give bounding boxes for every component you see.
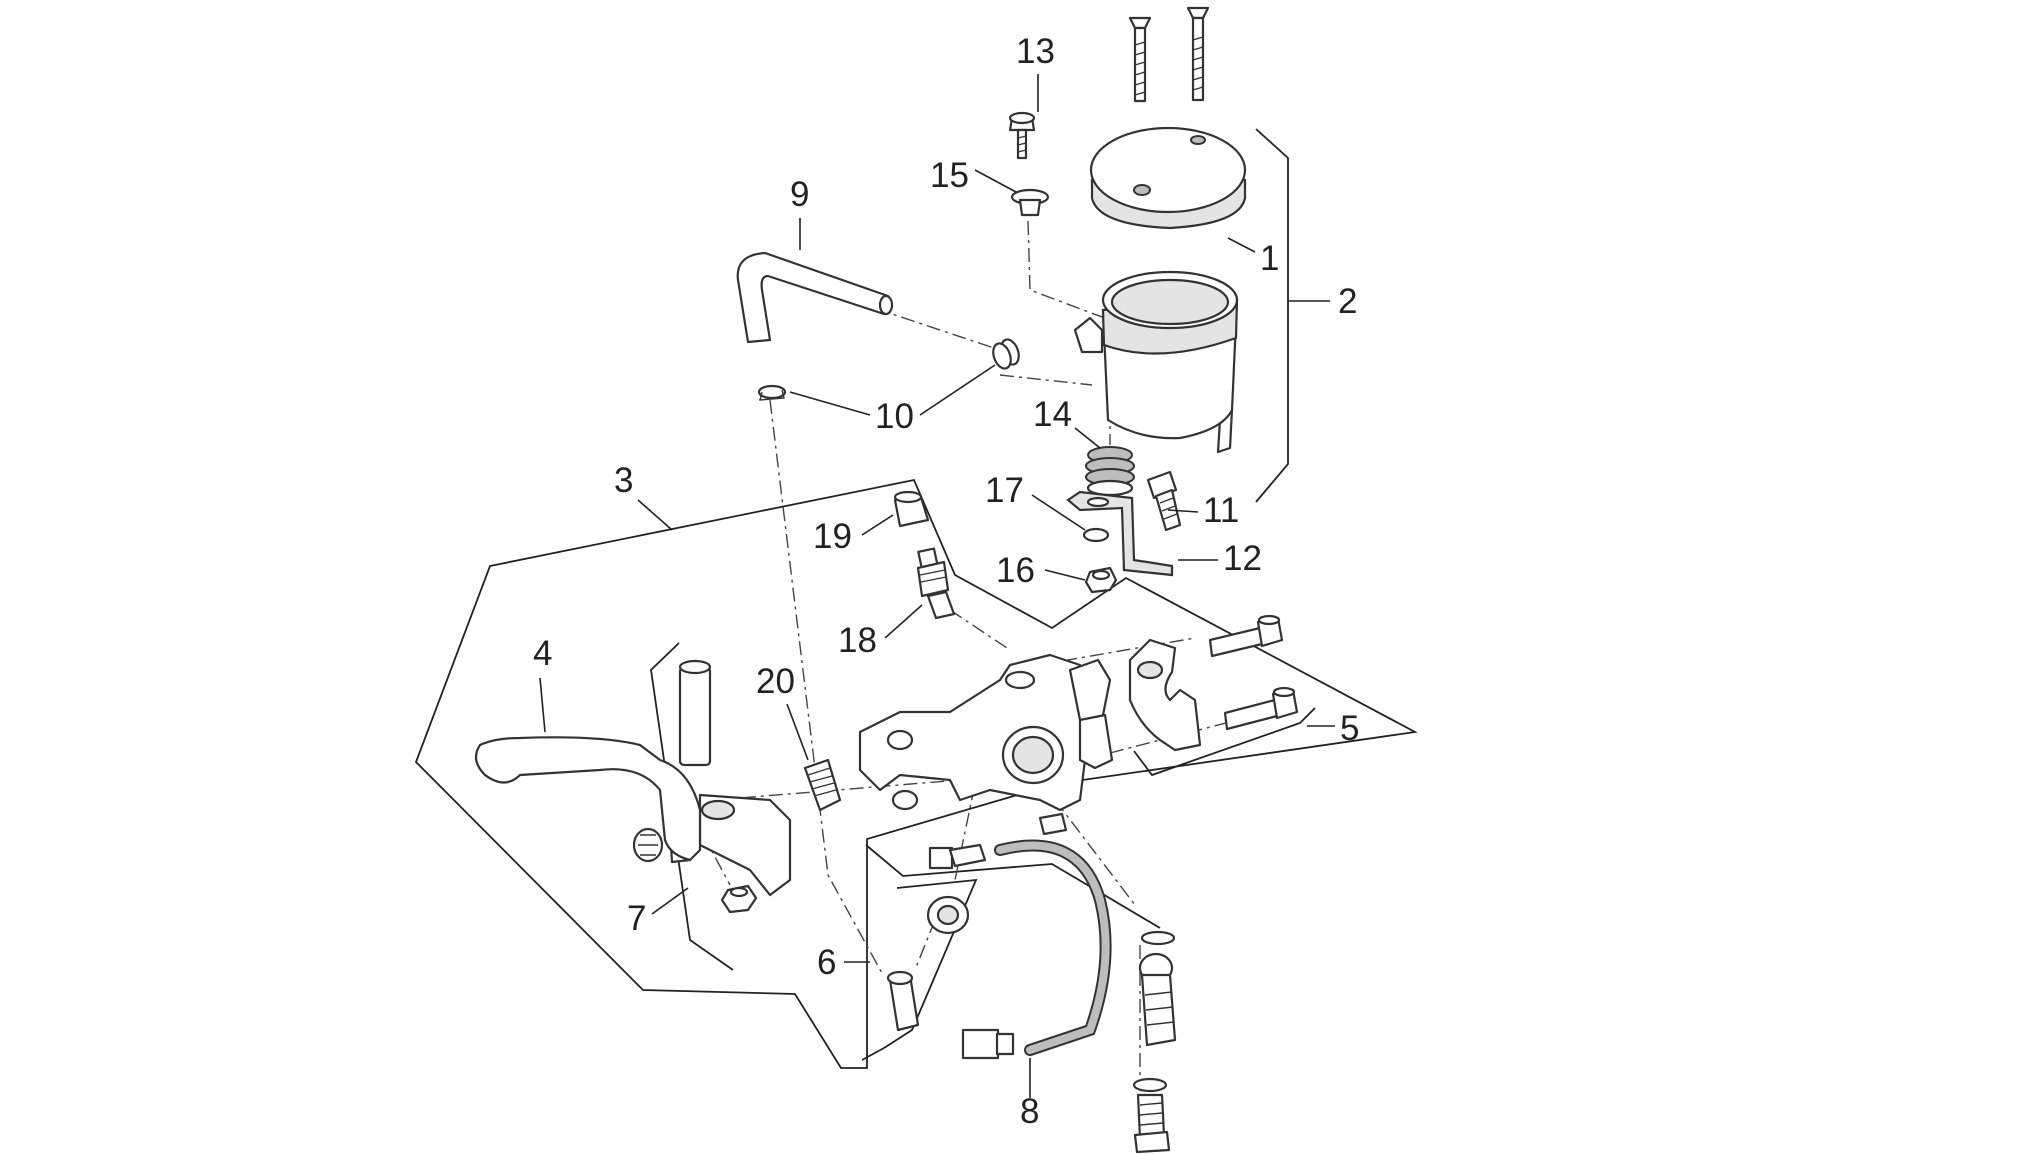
callout-2: 2: [1338, 282, 1357, 321]
reservoir-cap: [1089, 126, 1247, 230]
reservoir-body: [1073, 270, 1239, 454]
pivot-pin-7: [678, 659, 712, 767]
group-outline-6-bracket: [861, 878, 978, 1061]
nut-16: [1084, 566, 1118, 594]
boot-20: [803, 758, 842, 812]
banjo-bolt-6: [886, 970, 920, 1032]
leader-line-11: [1167, 509, 1199, 513]
assembly-axis: [714, 779, 961, 801]
clamp-10: [757, 384, 787, 401]
banjo-fitting-6: [926, 895, 970, 935]
callout-8: 8: [1020, 1092, 1039, 1131]
callout-20: 20: [756, 662, 795, 701]
group-outline-3: [414, 478, 1418, 1069]
assembly-axis: [1054, 799, 1136, 906]
callout-16: 16: [996, 551, 1035, 590]
handlebar-clamp-5: [1128, 638, 1202, 752]
bolt-11: [1146, 470, 1182, 532]
callout-14: 14: [1033, 395, 1072, 434]
callout-17: 17: [985, 471, 1024, 510]
clamp-bolt-5: [1223, 686, 1299, 731]
callout-6: 6: [817, 943, 836, 982]
bushing-15: [1010, 188, 1050, 217]
leader-line-10b: [919, 364, 996, 416]
cap-19: [893, 490, 930, 528]
callout-10: 10: [875, 397, 914, 436]
nut: [720, 884, 758, 914]
group-outline-2-bracket: [1255, 128, 1289, 503]
callout-19: 19: [813, 517, 852, 556]
leader-line-15: [974, 169, 1017, 193]
cap-screw: [1186, 6, 1210, 102]
group-outline-5-bracket: [1133, 707, 1316, 777]
leader-line-19: [861, 514, 894, 536]
callout-11: 11: [1203, 491, 1239, 530]
leader-line-16: [1044, 569, 1086, 581]
callout-4: 4: [533, 634, 552, 673]
hose-9: [736, 251, 894, 344]
banjo-union: [1138, 952, 1177, 1047]
leader-line-20: [786, 703, 809, 761]
leader-line-4: [539, 677, 546, 733]
callout-3: 3: [614, 461, 633, 500]
callout-18: 18: [838, 621, 877, 660]
washer: [1132, 1077, 1168, 1093]
banjo-bolt: [1133, 1093, 1171, 1154]
washer: [1140, 930, 1176, 946]
leader-line-10: [789, 391, 871, 416]
leader-line-14: [1074, 427, 1101, 449]
assembly-axis: [999, 374, 1093, 386]
cap-screw: [1128, 16, 1152, 103]
leader-line-18: [884, 604, 923, 639]
bolt-13: [1008, 111, 1036, 160]
adjuster-block-7: [632, 793, 792, 897]
brake-switch-8: [928, 843, 987, 870]
leader-line-7: [651, 887, 689, 915]
assembly-axis: [1109, 717, 1246, 754]
assembly-axis: [914, 919, 936, 971]
master-cylinder-body: [858, 653, 1114, 836]
callout-5: 5: [1340, 709, 1359, 748]
clamp-bolt-5: [1208, 614, 1284, 658]
leader-line-17: [1031, 494, 1086, 531]
callout-13: 13: [1016, 32, 1055, 71]
group-outline-8-bracket: [865, 844, 1161, 929]
assembly-axis: [949, 609, 1011, 651]
callout-1: 1: [1260, 239, 1279, 278]
callout-15: 15: [930, 156, 969, 195]
switch-connector-8: [961, 1028, 1015, 1060]
callout-9: 9: [790, 175, 809, 214]
brake-lever-4: [474, 736, 702, 862]
assembly-axis: [1027, 220, 1111, 330]
bracket-12: [1066, 490, 1174, 577]
callout-7: 7: [627, 899, 646, 938]
leader-line-1: [1227, 237, 1256, 253]
seal-14: [1085, 446, 1135, 497]
switch-cable-8-core: [996, 841, 1110, 1054]
callout-12: 12: [1223, 539, 1262, 578]
washer-17: [1082, 527, 1110, 543]
bleed-valve-18: [916, 547, 956, 620]
leader-line-3: [637, 499, 673, 531]
clamp-10: [992, 338, 1020, 370]
assembly-axis: [769, 399, 884, 976]
